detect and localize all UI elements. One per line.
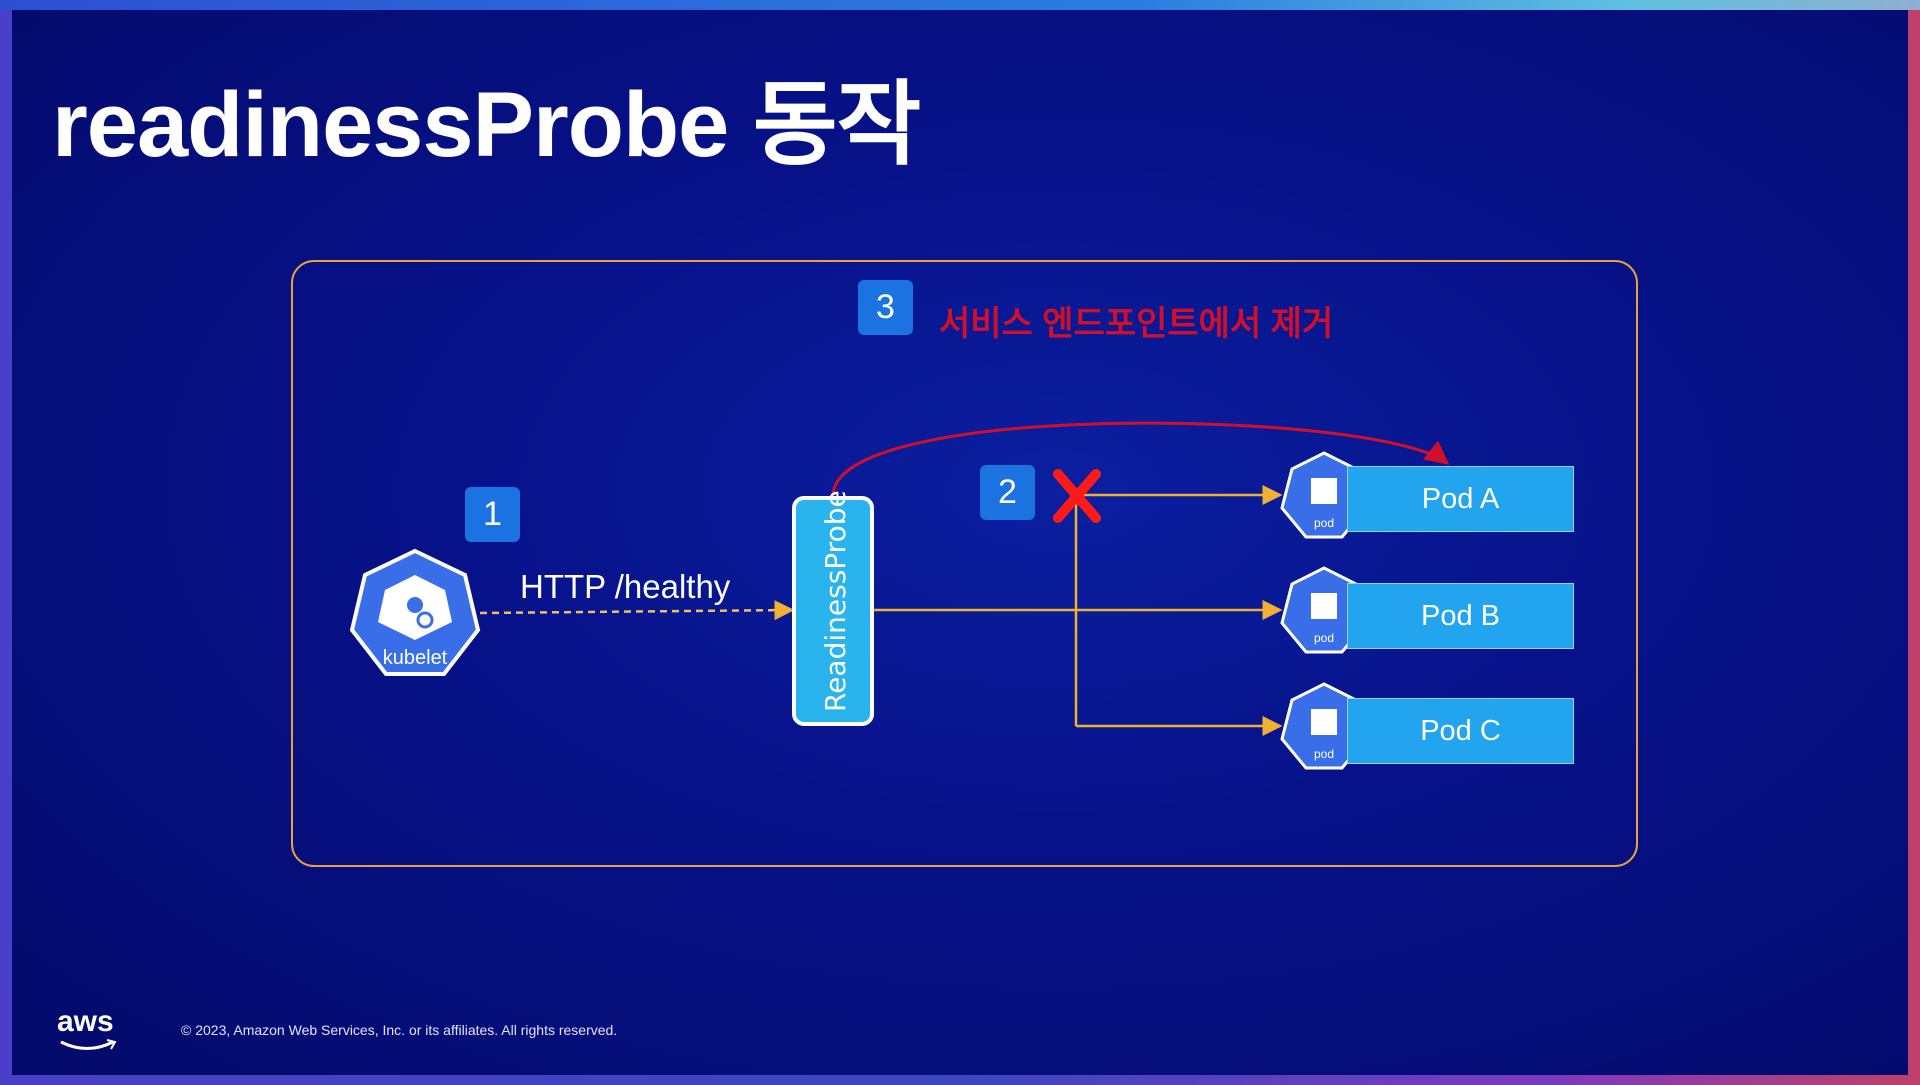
frame-top-border: [0, 0, 1920, 10]
kubelet-label: kubelet: [383, 647, 448, 669]
aws-smile-icon: [60, 1039, 117, 1050]
pod-c-label: Pod C: [1420, 714, 1501, 747]
pod-icon-label: pod: [1314, 631, 1334, 645]
pod-icon-label: pod: [1314, 516, 1334, 530]
copyright: © 2023, Amazon Web Services, Inc. or its…: [181, 1022, 618, 1038]
pod-b-label: Pod B: [1421, 599, 1500, 632]
pod-icon-a: [1280, 451, 1368, 539]
step-3-badge: 3: [858, 280, 913, 335]
step-1-badge: 1: [465, 487, 520, 542]
pod-b: Pod B: [1347, 583, 1574, 649]
aws-logo: aws: [57, 1005, 117, 1050]
remove-endpoint-arrow: [831, 421, 1450, 495]
pod-a: Pod A: [1347, 466, 1574, 532]
pod-a-label: Pod A: [1421, 482, 1500, 515]
pod-c: Pod C: [1347, 698, 1574, 764]
diagram-border: [291, 260, 1638, 867]
readiness-probe-box: [792, 496, 874, 726]
http-healthy-label: HTTP /healthy: [520, 568, 731, 605]
http-request-arrow: [479, 600, 795, 621]
diagram: ReadinessProbe pod pod pod kubelet: [291, 260, 1638, 867]
pod-icon-b: [1280, 566, 1368, 654]
blocked-x-icon: [1053, 469, 1101, 523]
slide-title: readinessProbe 동작: [52, 74, 921, 176]
slide: readinessProbe 동작 ReadinessProbe pod pod…: [12, 10, 1908, 1075]
pod-icon-label: pod: [1314, 747, 1334, 761]
step-3-text: 서비스 엔드포인트에서 제거: [939, 305, 1334, 343]
readiness-probe-label: ReadinessProbe: [819, 490, 852, 712]
kubelet-icon: [349, 548, 481, 676]
step-2-badge: 2: [980, 465, 1035, 520]
